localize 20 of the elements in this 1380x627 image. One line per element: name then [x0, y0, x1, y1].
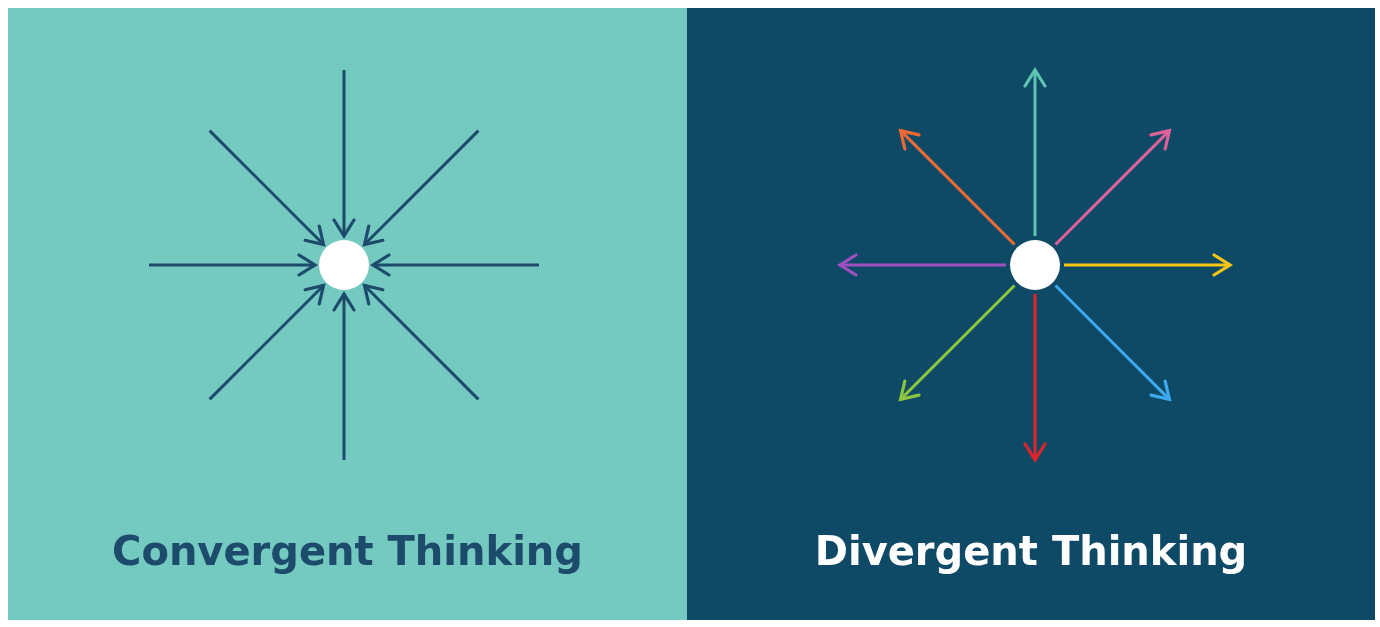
arrow — [1054, 129, 1171, 246]
arrow — [362, 129, 480, 247]
arrow — [899, 284, 1016, 401]
arrow — [362, 283, 480, 401]
arrow — [1064, 253, 1232, 277]
arrow — [1054, 284, 1171, 401]
arrow — [208, 283, 326, 401]
arrow — [1023, 68, 1047, 236]
center-circle — [319, 240, 369, 290]
arrow — [208, 129, 326, 247]
arrow — [371, 253, 539, 277]
panel-title: Convergent Thinking — [112, 528, 583, 574]
panel-title: Divergent Thinking — [814, 528, 1248, 574]
arrow — [332, 70, 356, 238]
arrow — [838, 253, 1006, 277]
arrow — [332, 292, 356, 460]
center-circle — [1010, 240, 1060, 290]
arrow — [1023, 294, 1047, 462]
arrow — [149, 253, 317, 277]
arrow — [899, 129, 1016, 246]
